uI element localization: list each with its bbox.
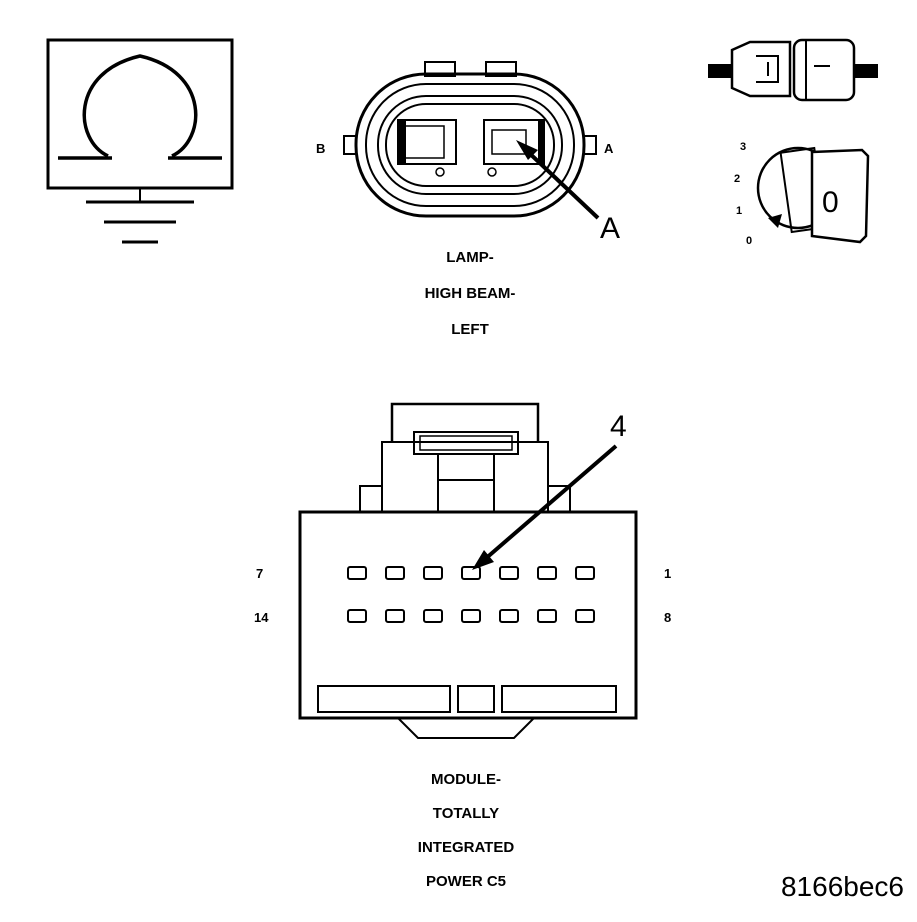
key-label: 0 [822,186,839,219]
pin-cavity [461,609,481,623]
ignition-position-3: 3 [740,141,746,153]
lamp-side-label-a: A [604,141,614,156]
pin-cavity [423,609,443,623]
pin-cavity [347,609,367,623]
module-callout-arrow [472,444,618,570]
ignition-position-1: 1 [736,205,742,217]
figure-id: 8166bec6 [781,871,904,902]
pin-cavity [499,566,519,580]
module-caption-line-4: POWER C5 [426,873,506,890]
pin-cavity [347,566,367,580]
pin-cavity [385,609,405,623]
module-caption-line-2: TOTALLY [433,805,499,822]
module-row2-left-label: 14 [254,610,269,625]
module-row2-right-label: 8 [664,610,671,625]
module-caption-line-1: MODULE- [431,771,501,788]
pin-cavity [537,566,557,580]
ignition-position-0: 0 [746,235,752,247]
terminal-b [397,119,457,165]
pin-cavity [423,566,443,580]
connector-disconnect-icon [708,38,878,102]
module-connector [298,402,638,739]
pin-cavity [575,566,595,580]
ground-icon [86,188,194,244]
pin-cavity [385,566,405,580]
lamp-callout-arrow [516,140,600,220]
ignition-position-2: 2 [734,173,740,185]
lamp-callout-label: A [600,212,620,245]
lamp-side-label-b: B [316,141,325,156]
terminal-a [483,119,545,165]
ignition-key-icon [756,146,870,244]
lamp-caption-line-3: LEFT [451,321,489,338]
module-row1-left-label: 7 [256,566,263,581]
lamp-caption-line-2: HIGH BEAM- [425,285,516,302]
lamp-caption-line-1: LAMP- [446,249,494,266]
lamp-connector [343,61,597,218]
pin-cavity [499,609,519,623]
module-callout-label: 4 [610,410,627,443]
pin-cavity [537,609,557,623]
module-caption-line-3: INTEGRATED [418,839,515,856]
pin-cavity [461,566,481,580]
pin-cavity [575,609,595,623]
ohm-meter-icon [46,38,234,190]
pin-grid [347,566,595,623]
module-row1-right-label: 1 [664,566,671,581]
